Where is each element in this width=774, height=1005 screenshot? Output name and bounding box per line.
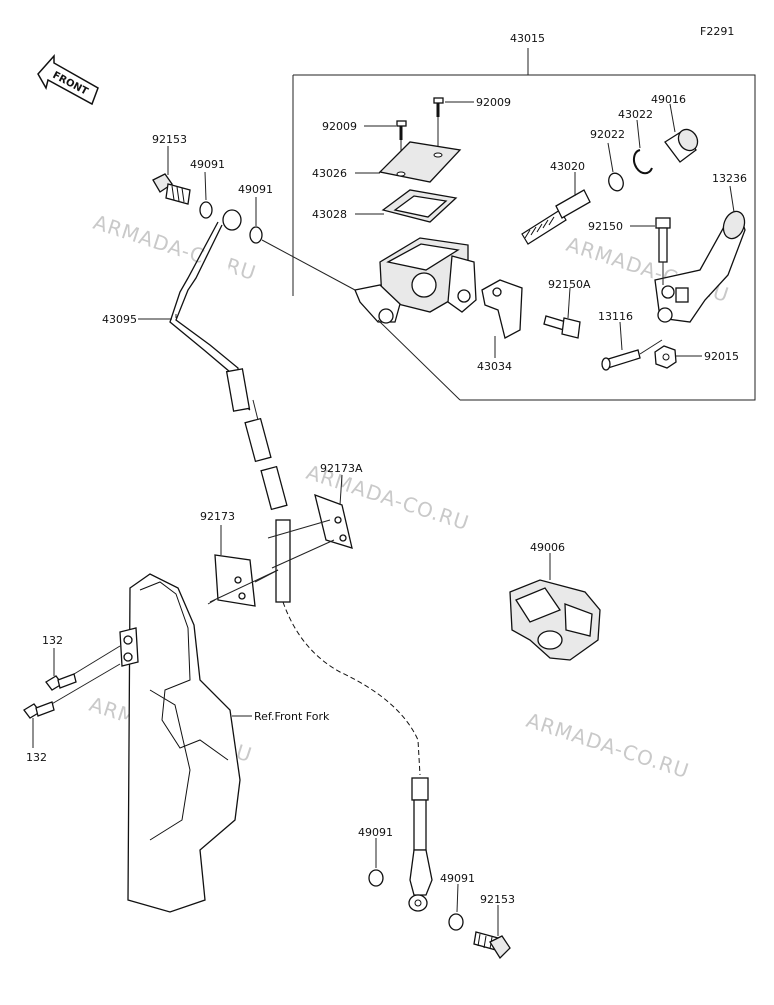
label-92153-upper: 92153 — [152, 133, 187, 146]
front-fork-guard — [37, 573, 252, 913]
hose-clamp-92173 — [209, 525, 279, 607]
washer-49091-a — [199, 171, 213, 219]
label-92173: 92173 — [200, 510, 235, 523]
label-92173a: 92173A — [320, 462, 363, 475]
hose-to-cylinder-line — [261, 239, 356, 291]
label-49091-b: 49091 — [238, 183, 273, 196]
clamp-43034 — [481, 279, 523, 358]
ref-front-fork-note: Ref.Front Fork — [254, 710, 330, 723]
circlip-43022 — [632, 119, 653, 175]
washer-49091-b — [249, 197, 263, 244]
label-92150a: 92150A — [548, 278, 591, 291]
label-92153-lower: 92153 — [480, 893, 515, 906]
label-132-a: 132 — [42, 634, 63, 647]
washer-49091-c — [368, 838, 384, 887]
hose-clamp-92173a — [267, 474, 353, 569]
front-arrow-icon: FRONT — [37, 54, 99, 106]
protector-49006 — [509, 553, 601, 661]
diaphragm-43028 — [355, 189, 458, 223]
label-49091-a: 49091 — [190, 158, 225, 171]
label-13236: 13236 — [712, 172, 747, 185]
label-92150: 92150 — [588, 220, 623, 233]
master-cylinder-body — [354, 237, 477, 324]
label-49091-c: 49091 — [358, 826, 393, 839]
pivot-pin-13116 — [601, 321, 663, 371]
label-13116: 13116 — [598, 310, 633, 323]
label-43028: 43028 — [312, 208, 347, 221]
label-43015: 43015 — [510, 32, 545, 45]
label-43022: 43022 — [618, 108, 653, 121]
dust-boot-49016 — [664, 103, 699, 163]
brake-lever-13236 — [654, 185, 746, 323]
cylinder-guide-line — [377, 319, 461, 401]
bolt-132-a — [45, 648, 77, 691]
label-132-b: 132 — [26, 751, 47, 764]
bolt-92150 — [630, 217, 671, 285]
screw-92009-b — [433, 97, 474, 150]
label-43026: 43026 — [312, 167, 347, 180]
watermark-5: ARMADA-CO.RU — [523, 708, 692, 783]
label-49006: 49006 — [530, 541, 565, 554]
banjo-bolt-92153-lower — [473, 905, 511, 960]
bolt-132-b — [23, 701, 55, 748]
bolt-92150a — [543, 287, 581, 339]
master-cylinder-assembly-box: 43015 — [292, 32, 756, 401]
label-43034: 43034 — [477, 360, 512, 373]
nut-92015 — [654, 345, 702, 369]
label-92015: 92015 — [704, 350, 739, 363]
label-49016: 49016 — [651, 93, 686, 106]
washer-49091-d — [448, 883, 464, 931]
label-49091-d: 49091 — [440, 872, 475, 885]
label-92009-a: 92009 — [322, 120, 357, 133]
lower-hose-end — [408, 777, 433, 912]
banjo-bolt-92153-upper — [152, 146, 191, 205]
figure-code: F2291 — [700, 25, 734, 38]
label-43095: 43095 — [102, 313, 137, 326]
label-43020: 43020 — [550, 160, 585, 173]
reservoir-cap-43026 — [355, 141, 462, 183]
washer-92022 — [607, 142, 624, 192]
brake-hose-43095 — [138, 209, 421, 776]
label-92022: 92022 — [590, 128, 625, 141]
piston-43020 — [521, 172, 591, 245]
label-92009-b: 92009 — [476, 96, 511, 109]
